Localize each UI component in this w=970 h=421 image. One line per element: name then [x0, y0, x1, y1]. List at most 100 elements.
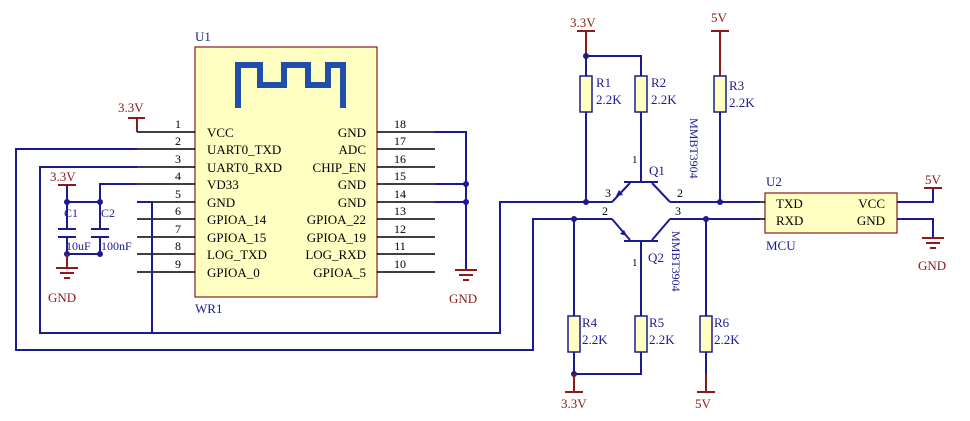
q2-pin-b: 1: [632, 257, 638, 269]
u2-pin-rxd: RXD: [776, 213, 803, 228]
u1-pin-number: 4: [175, 169, 181, 183]
u1-pin-name: LOG_TXD: [207, 247, 267, 262]
u1-pin-number: 15: [394, 169, 406, 183]
decoupling-caps: 3.3V C1 C2 10uF 100nF GND: [48, 169, 137, 305]
resistor-ref: R5: [649, 315, 664, 330]
cap-value: 10uF: [66, 239, 91, 253]
power-label: 5V: [925, 172, 942, 187]
resistor-value: 2.2K: [729, 95, 755, 110]
u1-pin-name: UART0_RXD: [207, 160, 282, 175]
q2-part: MMBT3904: [669, 231, 683, 292]
u1-pin-number: 2: [175, 134, 181, 148]
u1-pin-name: ADC: [339, 142, 366, 157]
resistor-value: 2.2K: [596, 92, 622, 107]
resistor-ref: R6: [714, 315, 730, 330]
resistor-r1: [579, 75, 593, 113]
resistor-ref: R4: [582, 315, 598, 330]
u1-pin-number: 7: [175, 222, 181, 236]
power-label: GND: [48, 290, 76, 305]
transistor-q1: 1 3 2 Q1 MMBT3904: [586, 118, 760, 203]
u1-pin-number: 5: [175, 187, 181, 201]
u1-pin-name: GND: [338, 177, 366, 192]
power-label: 5V: [711, 10, 728, 25]
u1-pin-name: GPIOA_5: [313, 265, 366, 280]
power-label: 5V: [695, 396, 712, 411]
resistor-ref: R2: [651, 75, 666, 90]
u2-pin-vcc: VCC: [858, 196, 885, 211]
u1-pin-name: LOG_RXD: [305, 247, 366, 262]
q1-pin-b: 1: [632, 154, 638, 166]
u1-pin-number: 6: [175, 204, 181, 218]
cap-ref: C2: [101, 206, 115, 220]
resistor-value: 2.2K: [714, 332, 740, 347]
u2-mcu: U2 MCU TXD RXD VCC GND 5V GND: [760, 172, 946, 273]
level-shifter-bottom: R4 2.2K R5 2.2K R6 2.2K 3.3V 5V: [561, 216, 740, 411]
u1-pin-name: UART0_TXD: [207, 142, 281, 157]
u1-right-pin-stubs: [377, 131, 435, 273]
u1-name: WR1: [195, 301, 222, 316]
u1-pin-number: 3: [175, 152, 181, 166]
u2-name: MCU: [766, 238, 796, 253]
transistor-q2: 2 3 1 Q2 MMBT3904: [586, 204, 760, 292]
cap-value: 100nF: [101, 239, 132, 253]
resistor-r6: [699, 315, 713, 353]
q2-pin-c: 3: [675, 204, 681, 218]
resistor-r4: [567, 315, 581, 353]
q1-ref: Q1: [649, 163, 665, 178]
u1-pin-number: 1: [175, 117, 181, 131]
resistor-r5: [634, 315, 648, 353]
u1-pin-name: VD33: [207, 177, 239, 192]
u1-pin-number: 14: [394, 187, 406, 201]
q1-pin-c: 2: [677, 186, 683, 200]
u1-pin-name: GND: [338, 125, 366, 140]
resistor-r3: [713, 75, 727, 113]
u1-pin-name: GND: [207, 195, 235, 210]
u2-body: [764, 192, 898, 234]
u1-pin-number: 18: [394, 117, 406, 131]
u1-pin-name: GPIOA_0: [207, 265, 260, 280]
u1-module: U1 WR1 1 2: [137, 29, 435, 316]
u1-pin-name: VCC: [207, 125, 234, 140]
u1-pin-name: GPIOA_14: [207, 212, 267, 227]
antenna-trace-icon: [235, 62, 346, 108]
u1-pin-number: 10: [394, 257, 406, 271]
u1-gnd-bus: GND: [435, 131, 477, 306]
q2-ref: Q2: [648, 250, 664, 265]
u2-designator: U2: [766, 174, 782, 189]
u2-pin-txd: TXD: [776, 196, 803, 211]
resistor-ref: R3: [729, 78, 744, 93]
u1-pin-name: CHIP_EN: [313, 160, 367, 175]
u1-pin-name: GPIOA_19: [307, 230, 366, 245]
resistor-value: 2.2K: [649, 332, 675, 347]
power-label: 3.3V: [570, 15, 596, 30]
u1-pin-number: 12: [394, 222, 406, 236]
power-3v3-u1: 3.3V: [118, 100, 145, 132]
u1-left-pin-stubs: [137, 131, 195, 273]
resistor-value: 2.2K: [651, 92, 677, 107]
u1-pin-number: 13: [394, 204, 406, 218]
u1-pin-name: GND: [338, 195, 366, 210]
power-label: GND: [449, 291, 477, 306]
q2-pin-e: 2: [602, 204, 608, 218]
cap-ref: C1: [64, 206, 78, 220]
power-label: 3.3V: [118, 100, 144, 115]
u1-pin-number: 16: [394, 152, 406, 166]
power-label: 3.3V: [561, 396, 587, 411]
u1-pin-name: GPIOA_22: [307, 212, 366, 227]
u1-pin-number: 17: [394, 134, 406, 148]
q1-part: MMBT3904: [687, 118, 701, 179]
power-label: 3.3V: [50, 169, 76, 184]
power-label: GND: [918, 258, 946, 273]
u2-pin-gnd: GND: [857, 213, 885, 228]
level-shifter-top: 3.3V 5V R1 2.2K R2 2.2K R3 2.2K: [570, 10, 755, 205]
resistor-value: 2.2K: [582, 332, 608, 347]
u1-body: [194, 46, 378, 298]
resistor-ref: R1: [596, 75, 611, 90]
u1-designator: U1: [195, 29, 211, 44]
u1-pin-number: 8: [175, 239, 181, 253]
q1-pin-e: 3: [605, 186, 611, 200]
u1-pin-number: 11: [394, 239, 406, 253]
u1-pin-number: 9: [175, 257, 181, 271]
u1-pin-name: GPIOA_15: [207, 230, 266, 245]
